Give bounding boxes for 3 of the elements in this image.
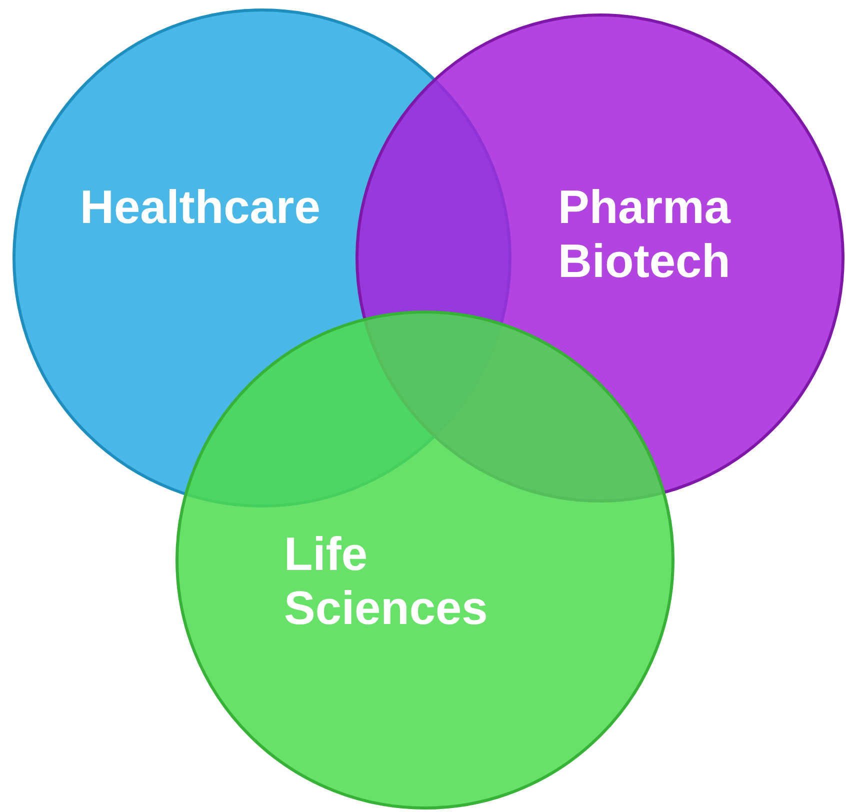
circle-label: Life Sciences xyxy=(284,527,489,635)
circle-label: Pharma Biotech xyxy=(558,180,732,288)
circle-label: Healthcare xyxy=(80,180,322,234)
